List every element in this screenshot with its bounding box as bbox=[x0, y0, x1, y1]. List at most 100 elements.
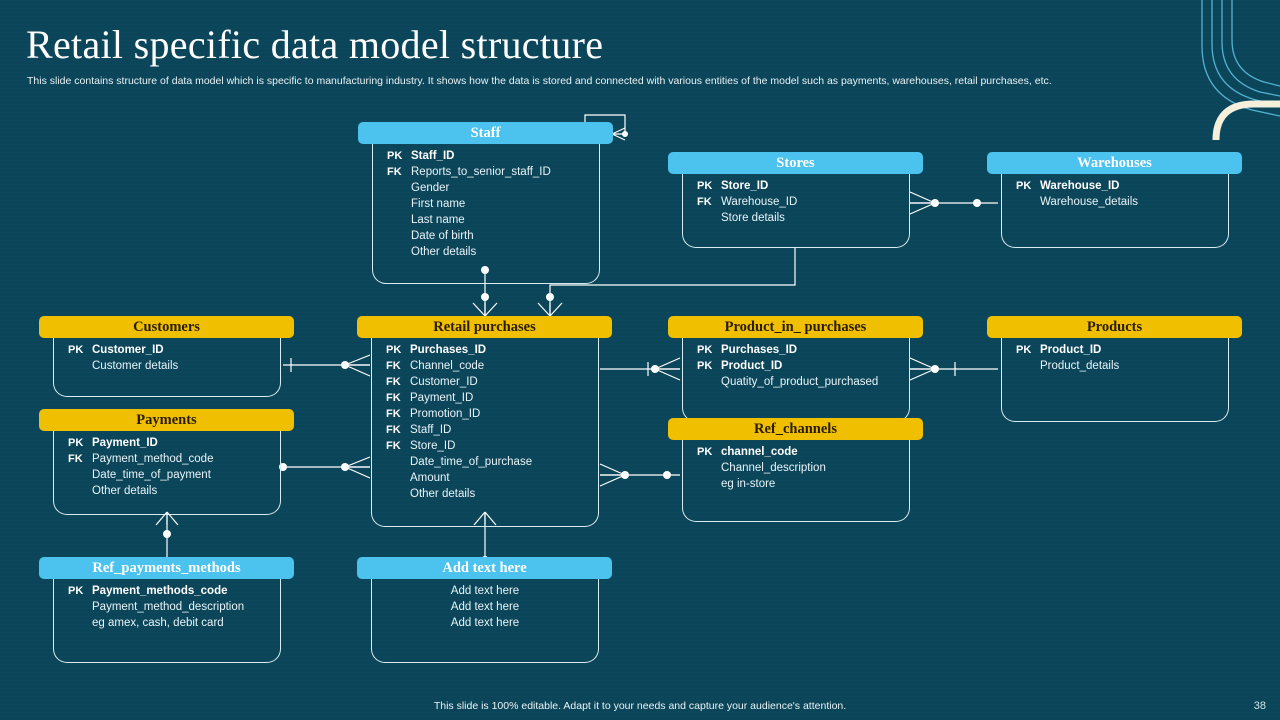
field-row: PK Customer_ID bbox=[54, 344, 280, 360]
page-number: 38 bbox=[1253, 700, 1266, 712]
field-name: Warehouse_ID bbox=[1040, 180, 1120, 192]
field-key: PK bbox=[697, 344, 713, 356]
field-name: Amount bbox=[410, 472, 450, 484]
entity-header-staff[interactable]: Staff bbox=[358, 122, 613, 144]
field-name: Add text here bbox=[450, 585, 520, 597]
field-name: Other details bbox=[411, 246, 477, 258]
entity-header-ref-channels[interactable]: Ref_channels bbox=[668, 418, 923, 440]
slide-footer: This slide is 100% editable. Adapt it to… bbox=[433, 700, 847, 712]
field-name: Payment_method_code bbox=[92, 453, 214, 465]
field-name: Promotion_ID bbox=[410, 408, 481, 420]
field-key: PK bbox=[68, 437, 84, 449]
entity-header-retail-purchases[interactable]: Retail purchases bbox=[357, 316, 612, 338]
field-row: Channel_description bbox=[683, 462, 909, 478]
field-name: Reports_to_senior_staff_ID bbox=[411, 166, 551, 178]
field-key: PK bbox=[1016, 180, 1032, 192]
field-name: Other details bbox=[92, 485, 158, 497]
field-name: Payment_method_description bbox=[92, 601, 245, 613]
field-key: PK bbox=[68, 585, 84, 597]
field-row: FK Payment_ID bbox=[372, 392, 598, 408]
entity-header-product-in-purchases[interactable]: Product_in_ purchases bbox=[668, 316, 923, 338]
field-name: Staff_ID bbox=[411, 150, 455, 162]
field-name: Store details bbox=[721, 212, 785, 224]
field-name: Staff_ID bbox=[410, 424, 452, 436]
corner-decoration-arcs bbox=[1201, 0, 1280, 141]
page-title: Retail specific data model structure bbox=[26, 22, 604, 67]
field-row: Quatity_of_product_purchased bbox=[683, 376, 909, 392]
field-name: Channel_code bbox=[410, 360, 485, 372]
field-key: PK bbox=[387, 150, 403, 162]
field-list: PK Payment_methods_code Payment_method_de… bbox=[54, 568, 280, 641]
field-row: PK Warehouse_ID bbox=[1002, 180, 1228, 196]
field-key: PK bbox=[386, 344, 402, 356]
entity-header-products[interactable]: Products bbox=[987, 316, 1242, 338]
page-subtitle: This slide contains structure of data mo… bbox=[27, 75, 1052, 87]
field-name: Product_ID bbox=[1040, 344, 1102, 356]
field-row: Date of birth bbox=[373, 230, 599, 246]
field-key: FK bbox=[386, 360, 401, 372]
field-key: PK bbox=[68, 344, 84, 356]
field-key: FK bbox=[386, 376, 401, 388]
field-name: Store_ID bbox=[721, 180, 769, 192]
field-row: FK Customer_ID bbox=[372, 376, 598, 392]
field-row: Date_time_of_purchase bbox=[372, 456, 598, 472]
field-row: Add text here bbox=[372, 617, 598, 633]
field-name: Product_ID bbox=[721, 360, 783, 372]
field-row: PK Staff_ID bbox=[373, 150, 599, 166]
field-name: Warehouse_details bbox=[1040, 196, 1139, 208]
field-row: FK Channel_code bbox=[372, 360, 598, 376]
field-key: PK bbox=[697, 360, 713, 372]
field-name: Payment_methods_code bbox=[92, 585, 228, 597]
field-row: Product_details bbox=[1002, 360, 1228, 376]
field-row: PK Payment_methods_code bbox=[54, 585, 280, 601]
field-list: Add text here Add text here Add text her… bbox=[372, 568, 598, 641]
entity-body: PK Warehouse_ID Warehouse_details bbox=[1001, 163, 1229, 248]
field-name: Customer_ID bbox=[410, 376, 478, 388]
field-row: FK Warehouse_ID bbox=[683, 196, 909, 212]
field-row: Warehouse_details bbox=[1002, 196, 1228, 212]
field-name: Product_details bbox=[1040, 360, 1120, 372]
field-name: Quatity_of_product_purchased bbox=[721, 376, 879, 388]
field-key: FK bbox=[697, 196, 712, 208]
field-row: FK Reports_to_senior_staff_ID bbox=[373, 166, 599, 182]
field-row: Other details bbox=[54, 485, 280, 501]
entity-header-stores[interactable]: Stores bbox=[668, 152, 923, 174]
entity-header-warehouses[interactable]: Warehouses bbox=[987, 152, 1242, 174]
entity-body: PK Payment_methods_code Payment_method_de… bbox=[53, 568, 281, 663]
entity-header-customers[interactable]: Customers bbox=[39, 316, 294, 338]
entity-header-add-text-here[interactable]: Add text here bbox=[357, 557, 612, 579]
entity-header-ref-payments-methods[interactable]: Ref_payments_methods bbox=[39, 557, 294, 579]
field-name: Add text here bbox=[450, 601, 520, 613]
field-name: Customer_ID bbox=[92, 344, 164, 356]
field-row: First name bbox=[373, 198, 599, 214]
field-name: Payment_ID bbox=[92, 437, 158, 449]
field-row: Gender bbox=[373, 182, 599, 198]
entity-body: Add text here Add text here Add text her… bbox=[371, 568, 599, 663]
field-key: PK bbox=[697, 446, 713, 458]
field-name: Other details bbox=[410, 488, 476, 500]
field-key: FK bbox=[387, 166, 402, 178]
field-key: FK bbox=[386, 392, 401, 404]
field-name: Warehouse_ID bbox=[721, 196, 798, 208]
field-list: PK Warehouse_ID Warehouse_details bbox=[1002, 163, 1228, 220]
entity-header-payments[interactable]: Payments bbox=[39, 409, 294, 431]
field-row: PK Payment_ID bbox=[54, 437, 280, 453]
field-name: Payment_ID bbox=[410, 392, 474, 404]
field-row: eg amex, cash, debit card bbox=[54, 617, 280, 633]
field-row: Date_time_of_payment bbox=[54, 469, 280, 485]
